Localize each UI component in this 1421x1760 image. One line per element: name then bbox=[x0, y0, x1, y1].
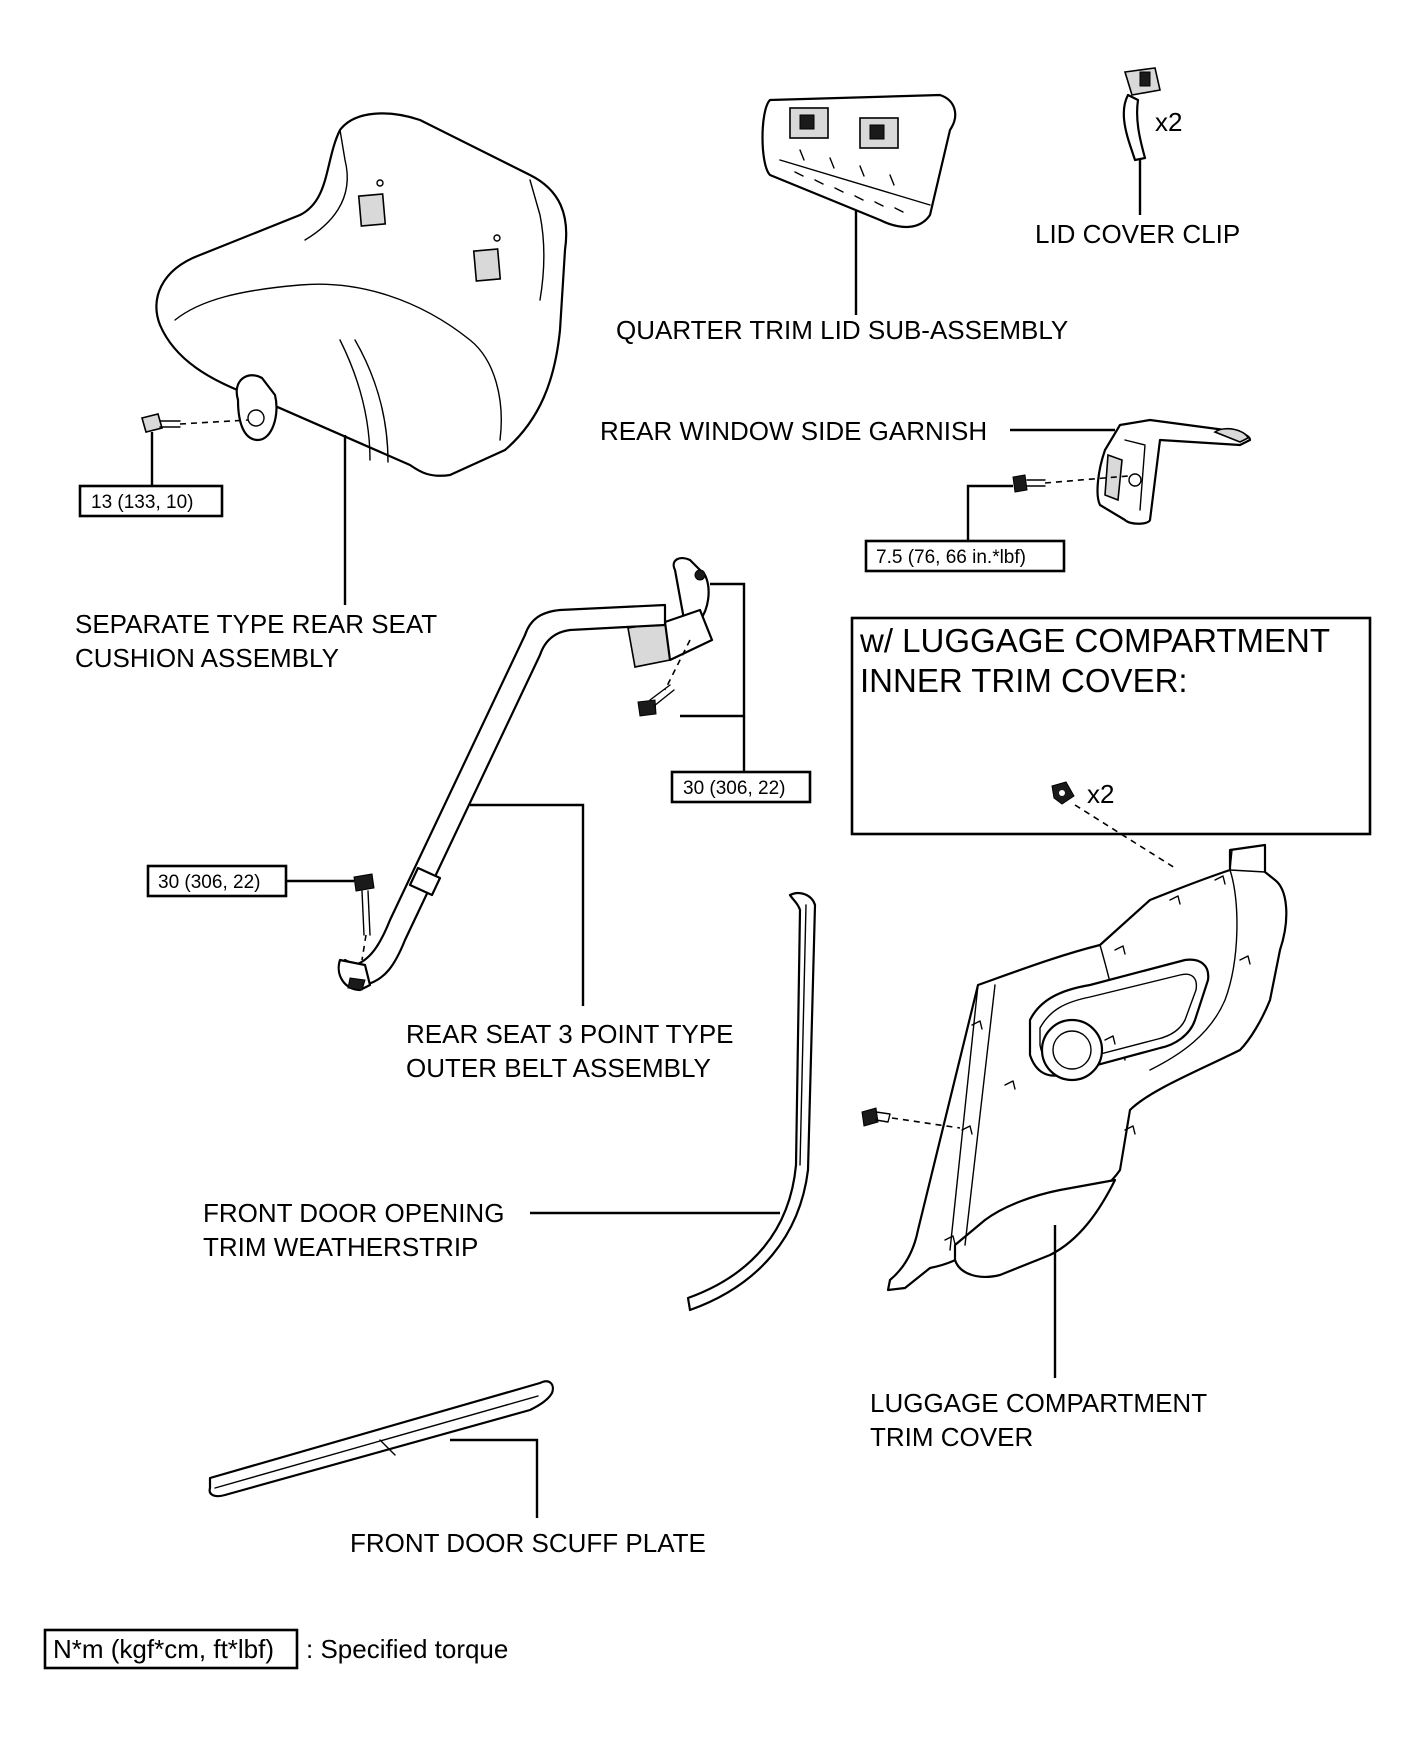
inset-title-2: INNER TRIM COVER: bbox=[860, 662, 1188, 699]
inset-title-1: w/ LUGGAGE COMPARTMENT bbox=[859, 622, 1330, 659]
label-rear-seat-cushion-1: SEPARATE TYPE REAR SEAT bbox=[75, 609, 437, 639]
torque-belt-upper: 30 (306, 22) bbox=[683, 778, 785, 799]
label-weatherstrip-2: TRIM WEATHERSTRIP bbox=[203, 1232, 478, 1262]
weatherstrip-drawing bbox=[686, 891, 817, 1312]
label-outer-belt-1: REAR SEAT 3 POINT TYPE bbox=[406, 1019, 734, 1049]
rear-seat-cushion-drawing bbox=[141, 112, 568, 477]
torque-garnish-bolt: 7.5 (76, 66 in.*lbf) bbox=[876, 547, 1026, 568]
label-quarter-trim-lid: QUARTER TRIM LID SUB-ASSEMBLY bbox=[616, 315, 1068, 345]
legend-description: : Specified torque bbox=[306, 1634, 508, 1664]
inset-clip-icon bbox=[1051, 781, 1075, 805]
torque-box-garnish bbox=[864, 539, 1066, 573]
rear-window-side-garnish-drawing bbox=[1012, 418, 1252, 525]
quarter-trim-lid-drawing bbox=[761, 93, 957, 228]
lid-cover-clip-drawing bbox=[1122, 67, 1161, 162]
torque-box-belt-upper bbox=[670, 770, 812, 804]
label-scuff-plate: FRONT DOOR SCUFF PLATE bbox=[350, 1528, 706, 1558]
torque-seat-bolt: 13 (133, 10) bbox=[91, 492, 193, 513]
label-rear-window-side-garnish: REAR WINDOW SIDE GARNISH bbox=[600, 416, 987, 446]
legend-unit: N*m (kgf*cm, ft*lbf) bbox=[53, 1634, 274, 1664]
torque-belt-lower: 30 (306, 22) bbox=[158, 872, 260, 893]
label-luggage-trim-cover-1: LUGGAGE COMPARTMENT bbox=[870, 1388, 1207, 1418]
label-lid-cover-clip: LID COVER CLIP bbox=[1035, 219, 1240, 249]
legend-unit-box bbox=[43, 1628, 299, 1670]
outer-belt-drawing bbox=[337, 556, 714, 992]
inset-qty: x2 bbox=[1087, 779, 1114, 809]
inset-box bbox=[850, 616, 1372, 836]
torque-box-belt-lower bbox=[146, 864, 288, 898]
label-rear-seat-cushion-2: CUSHION ASSEMBLY bbox=[75, 643, 339, 673]
luggage-trim-cover-drawing bbox=[861, 843, 1288, 1292]
lid-cover-clip-qty: x2 bbox=[1155, 107, 1182, 137]
label-outer-belt-2: OUTER BELT ASSEMBLY bbox=[406, 1053, 711, 1083]
label-luggage-trim-cover-2: TRIM COVER bbox=[870, 1422, 1033, 1452]
scuff-plate-drawing bbox=[208, 1380, 554, 1498]
torque-box-seat bbox=[78, 484, 224, 518]
label-weatherstrip-1: FRONT DOOR OPENING bbox=[203, 1198, 504, 1228]
